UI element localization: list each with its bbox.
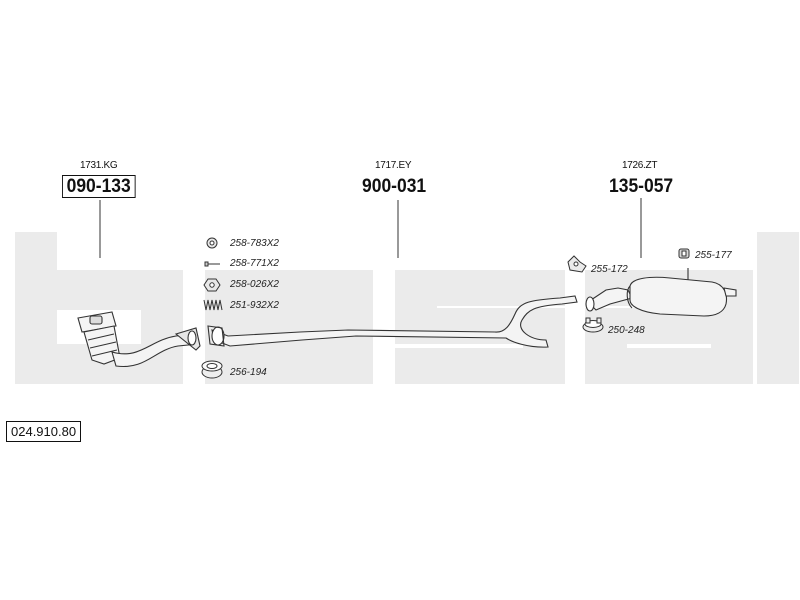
part-label-rubber-mount: 255-177 [695,250,732,261]
bracket-icon [567,255,587,273]
front-pipe-catalyst [77,311,201,368]
rear-silencer [585,268,737,317]
leader-lines [99,198,642,258]
reference-number: 024.910.80 [6,421,82,442]
middle-main-code: 900-031 [362,176,427,197]
part-label-spring: 251-932X2 [230,300,279,311]
clamp-icon [582,317,604,333]
part-label-clamp: 250-248 [608,325,645,336]
front-main-code: 090-133 [62,175,136,198]
rubber-mount-icon [678,248,690,259]
nut-icon [206,237,218,249]
bolt-icon [204,261,220,267]
part-label-bracket: 255-172 [591,264,628,275]
part-label-bolt: 258-771X2 [230,258,279,269]
spring-icon [203,299,223,311]
rear-sub-code: 1726.ZT [622,160,658,171]
middle-sub-code: 1717.EY [375,160,412,171]
middle-pipe [207,295,578,348]
hex-nut-icon [203,278,221,292]
part-label-nut: 258-783X2 [230,238,279,249]
front-sub-code: 1731.KG [80,160,118,171]
part-label-gasket-nut: 258-026X2 [230,279,279,290]
rear-main-code: 135-057 [609,176,674,197]
seal-ring-icon [201,360,223,379]
part-label-seal-ring: 256-194 [230,367,267,378]
